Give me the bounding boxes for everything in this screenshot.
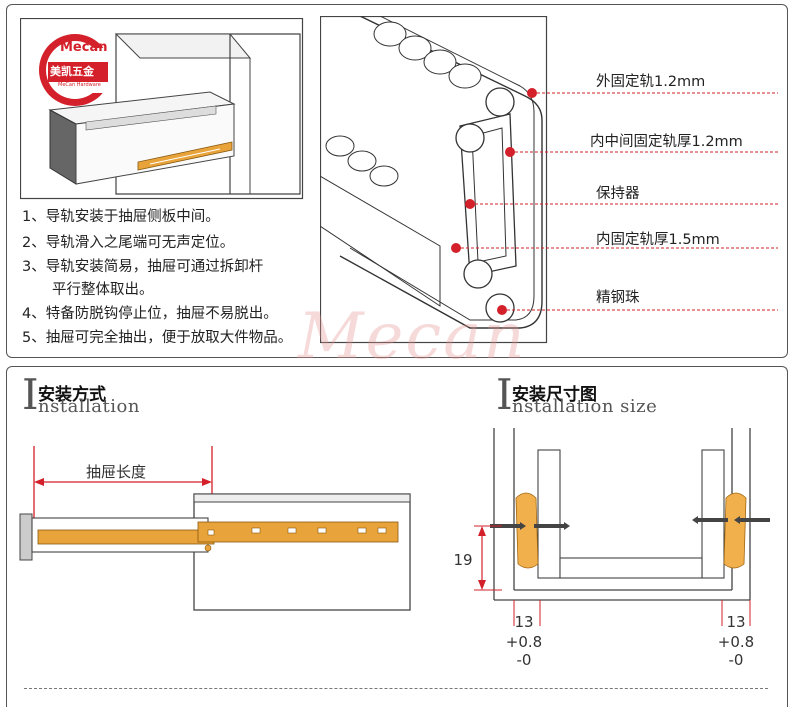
part-label-middle-rail: 内中间固定轨厚1.2mm [590, 134, 743, 150]
left-dimension-value: 13 [514, 613, 534, 631]
part-label-retainer: 保持器 [596, 186, 640, 202]
right-dimension-upper-tol: +0.8 [717, 633, 755, 651]
right-dimension-value: 13 [726, 613, 746, 631]
installation-size-title-cn: 安装尺寸图 [512, 385, 597, 405]
bottom-dashed-divider [24, 688, 768, 689]
feature-3-continued: 平行整体取出。 [52, 282, 154, 298]
logo-brand-en: Mecan [60, 40, 108, 55]
feature-3: 3、导轨安装简易，抽屉可通过拆卸杆 [22, 259, 264, 275]
installation-side-view [19, 446, 411, 611]
installation-size-title-initial: I [496, 370, 513, 419]
drawer-length-label: 抽屉长度 [86, 463, 147, 481]
part-label-outer-rail: 外固定轨1.2mm [596, 74, 706, 90]
feature-4: 4、特备防脱钩停止位，抽屉不易脱出。 [22, 306, 278, 322]
part-label-steel-ball: 精钢珠 [596, 290, 640, 306]
installation-size-title-en: nstallation size [512, 396, 658, 417]
part-label-inner-rail: 内固定轨厚1.5mm [596, 232, 720, 248]
logo-brand-cn: 美凯五金 [50, 65, 94, 78]
right-dimension-lower-tol: -0 [728, 651, 744, 669]
feature-1: 1、导轨安装于抽屉侧板中间。 [22, 209, 220, 225]
brand-logo [39, 34, 115, 106]
installation-title-initial: I [22, 370, 39, 419]
left-dimension-upper-tol: +0.8 [505, 633, 543, 651]
height-dimension-label: 19 [453, 551, 473, 569]
installation-title-en: nstallation [38, 396, 140, 417]
left-dimension-lower-tol: -0 [516, 651, 532, 669]
feature-2: 2、导轨滑入之尾端可无声定位。 [22, 235, 235, 251]
watermark: Mecan [298, 300, 527, 374]
feature-5: 5、抽屉可完全抽出，便于放取大件物品。 [22, 330, 293, 346]
drawer-illustration [20, 18, 304, 200]
installation-title-cn: 安装方式 [38, 385, 106, 405]
installation-size-diagram [474, 428, 770, 626]
logo-brand-small: MeCan Hardware [58, 82, 101, 88]
rail-cross-section-diagram [320, 16, 778, 344]
